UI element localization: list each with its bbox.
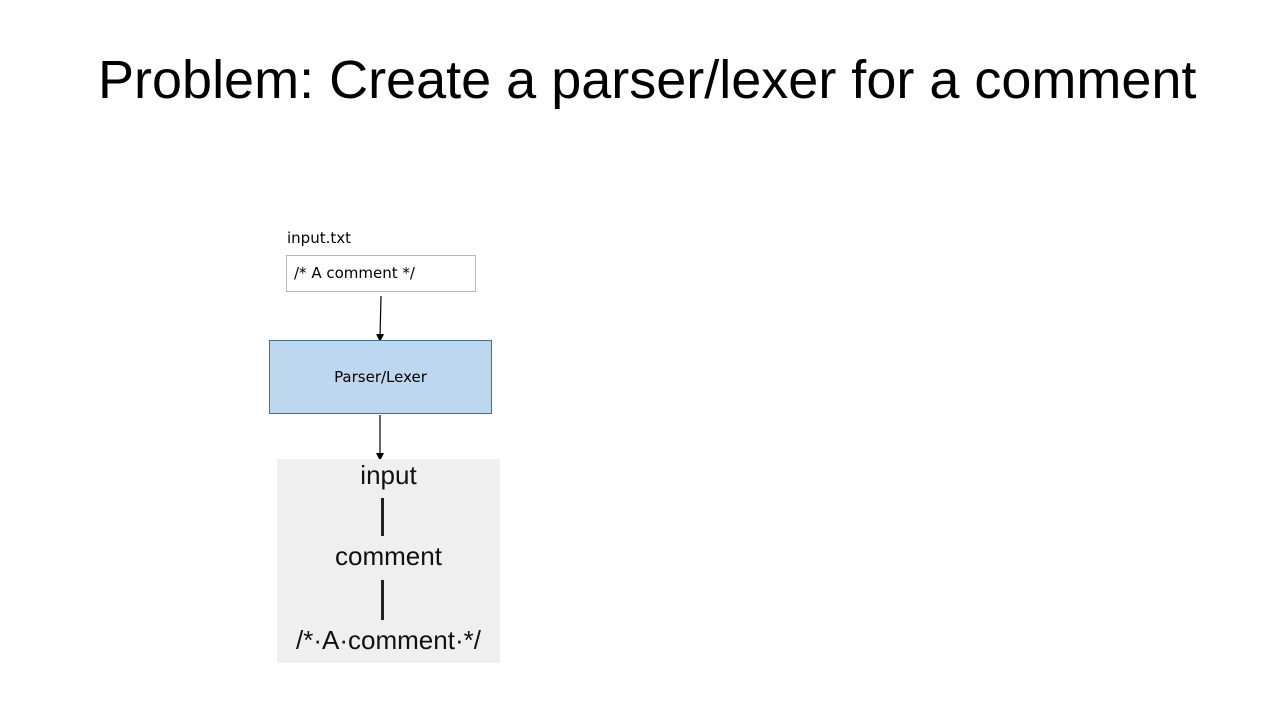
tree-node-leaf: /*·A·comment·*/ [296,625,481,655]
tree-edge-comment-to-leaf [381,580,384,620]
input-file-content-box: /* A comment */ [286,255,476,292]
slide-title: Problem: Create a parser/lexer for a com… [98,50,1197,110]
parser-lexer-label: Parser/Lexer [334,368,427,386]
parser-lexer-box: Parser/Lexer [269,340,492,414]
arrow-file-to-parser [376,295,385,342]
tree-edge-root-to-comment [381,498,384,536]
parse-tree-panel: input comment /*·A·comment·*/ [277,459,500,663]
tree-node-root: input [360,460,417,490]
input-file-label: input.txt [287,229,351,247]
tree-node-comment: comment [335,541,442,571]
